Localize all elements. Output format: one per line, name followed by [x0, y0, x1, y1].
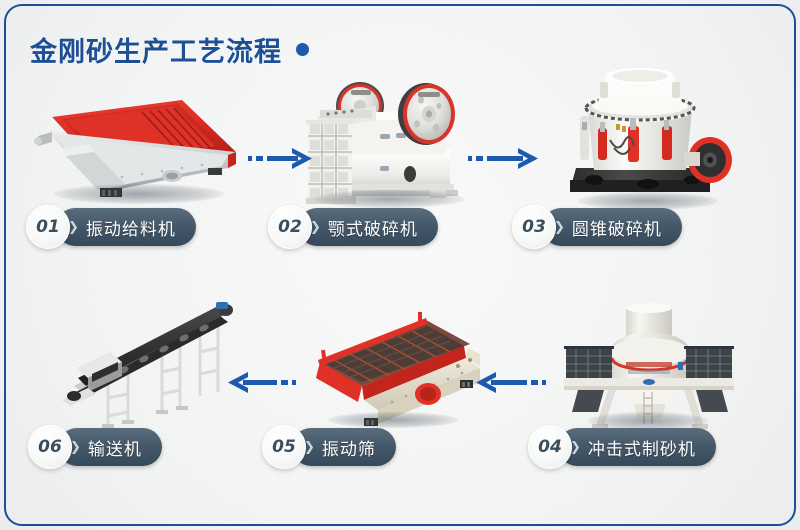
step-label-01[interactable]: 01 ❯ 振动给料机 [26, 205, 196, 249]
vibrating-screen-illustration [316, 312, 480, 426]
vsi-sand-maker-illustration [564, 303, 734, 429]
step-pill-05[interactable]: ❯ 振动筛 [275, 428, 396, 466]
arrow-right-icon [248, 148, 312, 169]
step-label-text-01: 振动给料机 [85, 219, 176, 239]
step-label-text-06: 输送机 [87, 439, 142, 459]
page-title: 金刚砂生产工艺流程 [30, 30, 309, 69]
chevron-right-icon: ❯ [310, 219, 321, 235]
step-number-badge-01: 01 [26, 205, 70, 249]
flow-arrow-05-to-06 [226, 370, 296, 396]
flow-arrow-04-to-05 [474, 370, 546, 396]
step-number-badge-05: 05 [262, 425, 306, 469]
step-label-text-03: 圆锥破碎机 [571, 219, 662, 239]
belt-conveyor-illustration [62, 302, 233, 428]
machine-vsi-sand-maker [548, 300, 748, 432]
machine-belt-conveyor [52, 300, 248, 432]
chevron-right-icon: ❯ [570, 439, 581, 455]
step-number-badge-04: 04 [528, 425, 572, 469]
step-label-text-02: 颚式破碎机 [327, 219, 418, 239]
arrow-right-icon [468, 148, 538, 169]
step-pill-02[interactable]: ❯ 颚式破碎机 [281, 208, 438, 246]
step-label-05[interactable]: 05 ❯ 振动筛 [262, 425, 396, 469]
flow-arrow-02-to-03 [468, 146, 540, 172]
machine-vibrating-feeder [22, 92, 252, 204]
step-label-06[interactable]: 06 ❯ 输送机 [28, 425, 162, 469]
step-label-02[interactable]: 02 ❯ 颚式破碎机 [268, 205, 438, 249]
arrow-left-icon [476, 372, 546, 393]
chevron-right-icon: ❯ [68, 219, 79, 235]
arrow-left-icon [228, 372, 296, 393]
step-label-03[interactable]: 03 ❯ 圆锥破碎机 [512, 205, 682, 249]
vibrating-feeder-illustration [34, 100, 236, 197]
chevron-right-icon: ❯ [554, 219, 565, 235]
machine-vibrating-screen [300, 310, 486, 430]
step-label-04[interactable]: 04 ❯ 冲击式制砂机 [528, 425, 716, 469]
bullet-dot-icon [296, 43, 309, 56]
step-pill-04[interactable]: ❯ 冲击式制砂机 [541, 428, 716, 466]
step-pill-03[interactable]: ❯ 圆锥破碎机 [525, 208, 682, 246]
step-pill-01[interactable]: ❯ 振动给料机 [39, 208, 196, 246]
machine-jaw-crusher [302, 62, 482, 210]
machine-cone-crusher [552, 62, 742, 210]
step-pill-06[interactable]: ❯ 输送机 [41, 428, 162, 466]
step-number-badge-06: 06 [28, 425, 72, 469]
chevron-right-icon: ❯ [70, 439, 81, 455]
step-label-text-04: 冲击式制砂机 [587, 439, 696, 459]
flow-arrow-01-to-02 [248, 146, 314, 172]
step-number-badge-02: 02 [268, 205, 312, 249]
jaw-crusher-illustration [306, 82, 458, 204]
cone-crusher-illustration [570, 68, 732, 192]
page-title-text: 金刚砂生产工艺流程 [30, 37, 282, 67]
step-number-badge-03: 03 [512, 205, 556, 249]
step-label-text-05: 振动筛 [321, 439, 376, 459]
chevron-right-icon: ❯ [304, 439, 315, 455]
